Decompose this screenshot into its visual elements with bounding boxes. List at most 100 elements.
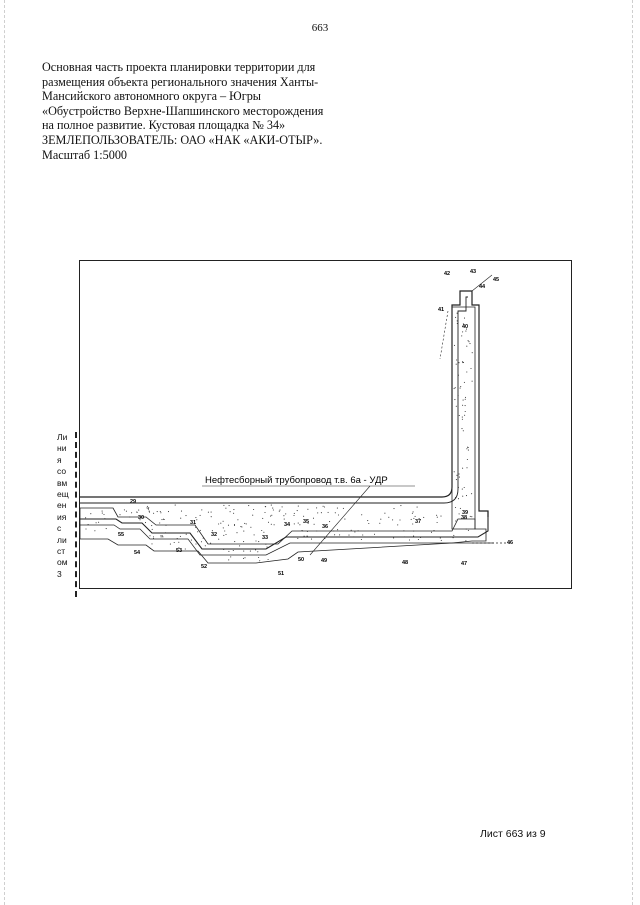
point-number: 29 xyxy=(130,499,136,505)
hatch-dot xyxy=(471,380,473,382)
match-line-text: 3 xyxy=(57,568,62,579)
hatch-dot xyxy=(146,505,148,507)
hatch-dot xyxy=(180,510,183,512)
point-number: 52 xyxy=(201,564,207,570)
hatch-dot xyxy=(462,362,464,364)
hatch-dot xyxy=(199,514,201,516)
hatch-dot xyxy=(337,529,339,531)
hatch-dot xyxy=(469,515,471,517)
hatch-dot xyxy=(258,541,260,543)
hatch-dot xyxy=(94,530,96,532)
hatch-dot xyxy=(454,506,457,509)
hatch-dot xyxy=(339,534,341,536)
hatch-dot xyxy=(455,479,457,481)
hatch-dot xyxy=(144,522,147,524)
hatch-dot xyxy=(195,543,197,545)
hatch-dot xyxy=(455,405,457,407)
hatch-dot xyxy=(467,529,469,531)
match-line-text: вм xyxy=(57,477,68,488)
point-number: 50 xyxy=(298,557,304,563)
hatch-dot xyxy=(160,536,162,538)
hatch-dot xyxy=(467,340,469,342)
hatch-dot xyxy=(440,515,442,517)
hatch-dot xyxy=(227,524,230,526)
hatch-dot xyxy=(146,507,148,509)
hatch-dot xyxy=(160,535,162,537)
hatch-dot xyxy=(178,547,180,549)
point-number: 44 xyxy=(479,284,486,290)
hatch-dot xyxy=(178,541,180,543)
hatch-dot xyxy=(360,538,362,541)
hatch-dot xyxy=(461,418,463,420)
hatch-dot xyxy=(244,522,246,524)
hatch-dot xyxy=(436,516,438,518)
hatch-dot xyxy=(323,506,326,508)
hatch-dot xyxy=(453,471,455,473)
hatch-dot xyxy=(322,505,324,507)
hatch-dot xyxy=(161,519,163,521)
hatch-dot xyxy=(471,516,473,518)
hatch-dot xyxy=(248,505,250,507)
hatch-dot xyxy=(412,511,414,513)
hatch-dot xyxy=(414,515,416,517)
hatch-dot xyxy=(279,509,281,511)
hatch-dot xyxy=(456,359,458,361)
hatch-dot xyxy=(436,521,438,524)
hatch-dot xyxy=(264,511,266,514)
hatch-dot xyxy=(185,515,187,517)
hatch-dot xyxy=(459,507,461,509)
hatch-dot xyxy=(455,316,457,318)
hatch-dot xyxy=(129,516,131,518)
hatch-dot xyxy=(317,512,319,514)
hatch-dot xyxy=(333,530,335,532)
hatch-dot xyxy=(413,535,415,537)
hatch-dot xyxy=(463,486,465,489)
point-number: 39 xyxy=(462,510,468,516)
point-number: 53 xyxy=(176,548,182,554)
hatch-dot xyxy=(462,331,464,333)
hatch-dot xyxy=(456,519,458,521)
hatch-dot xyxy=(202,537,204,539)
hatch-dot xyxy=(454,387,456,389)
hatch-dot xyxy=(207,511,209,513)
hatch-dot xyxy=(357,530,359,532)
point-number: 32 xyxy=(211,532,217,538)
hatch-dot xyxy=(90,513,92,515)
hatch-dot xyxy=(270,523,272,525)
hatch-dot xyxy=(470,367,472,370)
hatch-dot xyxy=(252,514,254,516)
match-line-text: ен xyxy=(57,500,67,511)
hatch-dot xyxy=(466,448,468,450)
hatch-dot xyxy=(465,495,468,497)
hatch-dot xyxy=(271,514,273,516)
hatch-dot xyxy=(160,512,162,514)
hatch-dot xyxy=(354,531,356,533)
hatch-dot xyxy=(373,533,376,535)
hatch-dot xyxy=(281,506,283,508)
hatch-dot xyxy=(465,540,467,542)
hatch-dot xyxy=(225,507,227,509)
boundary-north-tick xyxy=(471,274,493,292)
hatch-dot xyxy=(101,512,103,514)
hatch-dot xyxy=(465,528,467,530)
hatch-dot xyxy=(197,531,199,533)
hatch-dot xyxy=(165,524,167,526)
hatch-dot xyxy=(411,512,413,514)
hatch-dot xyxy=(125,510,127,512)
hatch-dot xyxy=(461,488,463,490)
hatch-dot xyxy=(297,537,299,539)
hatch-dot xyxy=(459,387,461,389)
hatch-dot xyxy=(334,512,336,514)
hatch-dot xyxy=(465,328,468,330)
hatch-dot xyxy=(327,511,329,513)
hatch-dot xyxy=(392,519,394,521)
hatch-dot xyxy=(250,526,252,528)
hatch-dot xyxy=(151,543,153,545)
hatch-dot xyxy=(410,518,412,520)
hatch-dot xyxy=(201,509,203,511)
hatch-dot xyxy=(259,560,261,562)
hatch-dot xyxy=(458,473,460,475)
scan-edge-left xyxy=(4,0,6,905)
point-number: 34 xyxy=(284,522,291,528)
hatch-dot xyxy=(95,522,97,524)
